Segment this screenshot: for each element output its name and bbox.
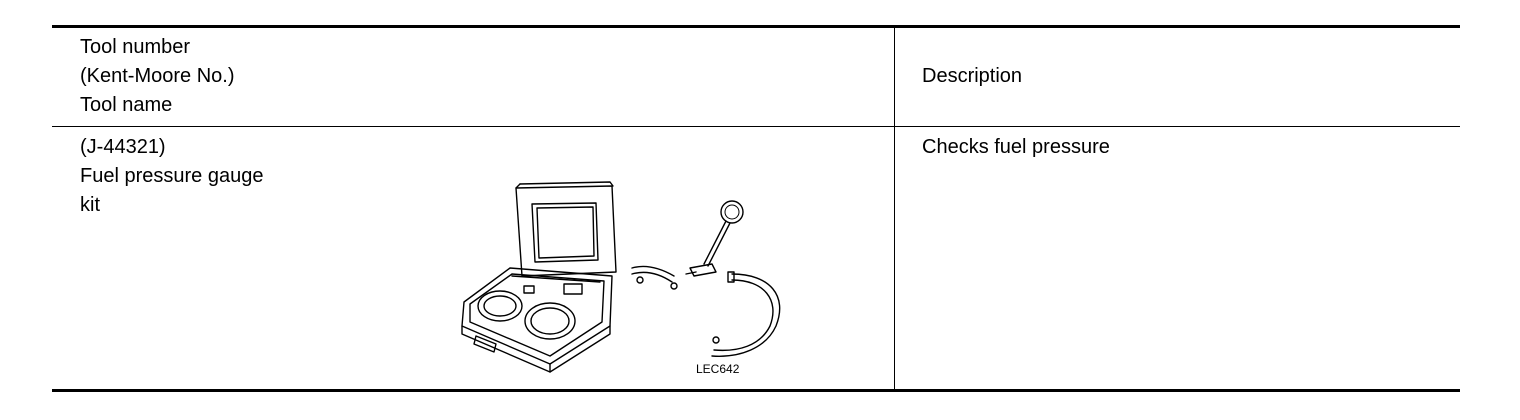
row-tool-cell: (J-44321) Fuel pressure gauge kit: [80, 133, 263, 220]
case-lid: [515, 181, 617, 277]
header-description-label: Description: [922, 65, 1023, 87]
header-tool-line: (Kent-Moore No.): [80, 65, 235, 87]
header-description-cell: Description: [922, 62, 1022, 91]
tool-name-line: Fuel pressure gauge: [80, 165, 264, 187]
fuel-pressure-gauge-kit-illustration: [461, 181, 781, 373]
tool-number: (J-44321): [80, 136, 166, 158]
header-separator-rule: [52, 126, 1460, 127]
long-hose: [711, 271, 781, 357]
header-tool-line: Tool name: [80, 94, 173, 116]
table-top-rule: [52, 25, 1460, 28]
pressure-gauge: [685, 200, 744, 277]
tool-name-line: kit: [80, 194, 100, 216]
row-description-cell: Checks fuel pressure: [922, 133, 1110, 162]
short-hose: [631, 265, 678, 290]
header-tool-cell: Tool number (Kent-Moore No.) Tool name: [80, 33, 235, 120]
figure-code: LEC642: [696, 362, 740, 376]
column-divider: [894, 28, 895, 389]
header-tool-line: Tool number: [80, 36, 191, 58]
case-base: [461, 267, 613, 373]
tool-description: Checks fuel pressure: [922, 136, 1110, 158]
table-bottom-rule: [52, 389, 1460, 392]
